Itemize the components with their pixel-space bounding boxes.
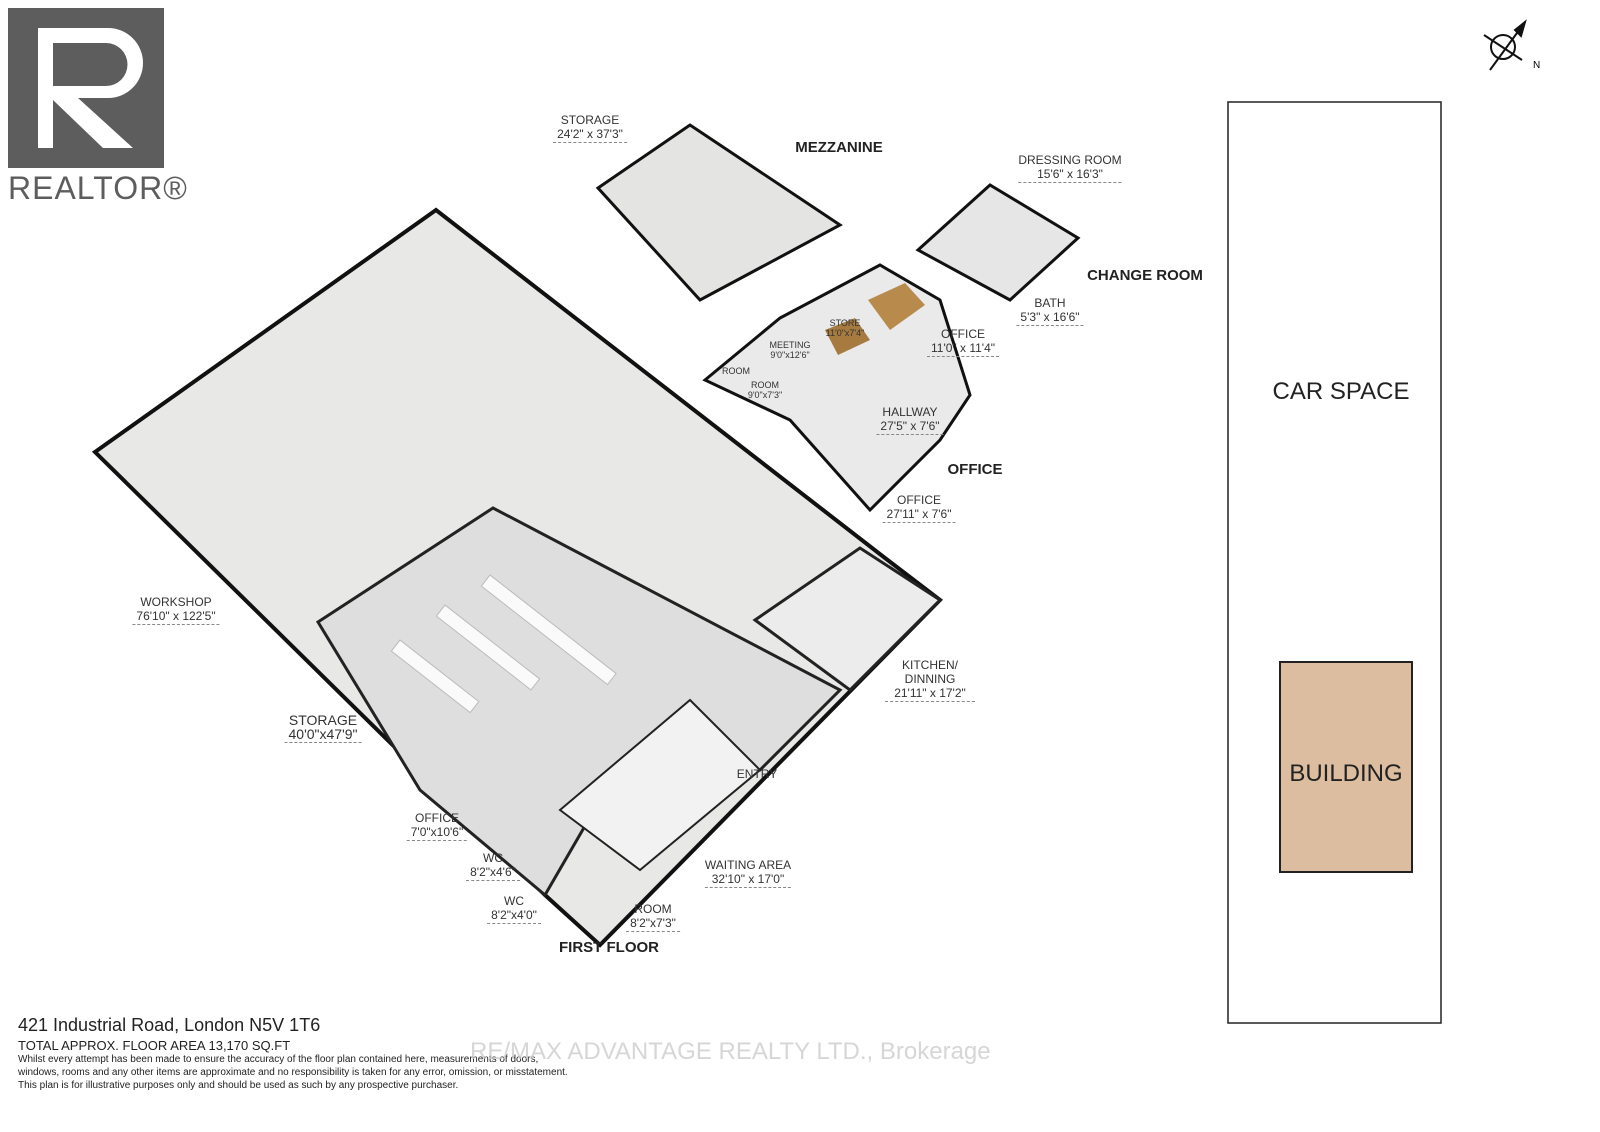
room-label: ENTRY <box>737 767 777 781</box>
label-text: 40'0"x47'9" <box>284 727 362 743</box>
label-text: 27'11" x 7'6" <box>882 507 956 523</box>
label-text: 32'10" x 17'0" <box>704 872 792 888</box>
label-text: 9'0"x12'6" <box>770 350 810 360</box>
label-text: OFFICE <box>941 327 985 341</box>
label-text: 8'2"x4'6" <box>466 865 520 881</box>
label-text: 5'3" x 16'6" <box>1016 310 1084 326</box>
car-space-label: CAR SPACE <box>1272 378 1410 405</box>
label-text: ROOM <box>722 366 750 376</box>
label-text: 27'5" x 7'6" <box>876 419 944 435</box>
shelf <box>390 639 480 714</box>
label-text: 7'0"x10'6" <box>406 825 468 841</box>
label-text: ENTRY <box>736 767 778 781</box>
label-text: 8'2"x4'0" <box>487 908 541 924</box>
label-text: 11'0"x7'4" <box>825 328 865 338</box>
label-text: WC <box>482 851 503 865</box>
label-text: WORKSHOP <box>140 595 212 609</box>
label-text: STORAGE <box>560 113 620 127</box>
room-label: ROOM <box>722 366 750 376</box>
address: 421 Industrial Road, London N5V 1T6 <box>18 1015 321 1035</box>
building-label: BUILDING <box>1289 760 1403 787</box>
brokerage-watermark: RE/MAX ADVANTAGE REALTY LTD., Brokerage <box>470 1038 991 1065</box>
section-change-room: CHANGE ROOM <box>1087 267 1203 284</box>
change-room-floor <box>915 183 1081 302</box>
office-wood-floor <box>868 283 925 330</box>
section-office: OFFICE <box>947 461 1003 478</box>
section-mezzanine: MEZZANINE <box>795 139 883 156</box>
label-text: 8'2"x7'3" <box>626 916 680 932</box>
label-text: MEETING <box>769 340 811 350</box>
realtor-r-mark <box>8 8 164 168</box>
footer: 421 Industrial Road, London N5V 1T6 TOTA… <box>18 1015 568 1092</box>
label-text: STORAGE <box>288 712 358 728</box>
label-text: HALLWAY <box>882 405 938 419</box>
compass-icon <box>1483 19 1527 71</box>
label-text: KITCHEN/ DINNING <box>901 658 958 686</box>
compass-north-label: N <box>1533 60 1540 71</box>
label-text: BATH <box>1034 296 1066 310</box>
label-text: 24'2" x 37'3" <box>553 127 627 143</box>
label-text: 76'10" x 122'5" <box>132 609 220 625</box>
label-text: STORE <box>829 318 861 328</box>
office-block-floor <box>702 263 972 513</box>
store-wood-floor <box>825 318 870 355</box>
shelf <box>435 604 541 691</box>
waiting-area-floor <box>558 698 762 872</box>
shelf <box>480 574 617 686</box>
label-text: OFFICE <box>896 493 941 507</box>
label-text: 21'11" x 17'2" <box>885 686 975 702</box>
label-text: WAITING AREA <box>704 858 792 872</box>
total-area: TOTAL APPROX. FLOOR AREA 13,170 SQ.FT <box>18 1038 291 1053</box>
label-text: ROOM <box>634 902 672 916</box>
building-footprint <box>1279 661 1413 873</box>
mezzanine-floor <box>595 123 843 302</box>
realtor-logo-text: REALTOR® <box>8 170 188 206</box>
car-space <box>1227 101 1442 1024</box>
label-text: WC <box>503 894 524 908</box>
label-text: ROOM <box>750 380 779 390</box>
label-text: 9'0"x7'3" <box>747 390 783 400</box>
label-text: OFFICE <box>414 811 459 825</box>
kitchen-floor <box>752 546 943 692</box>
disclaimer-line: windows, rooms and any other items are a… <box>18 1067 568 1078</box>
disclaimer-line: Whilst every attempt has been made to en… <box>18 1054 539 1065</box>
realtor-logo: REALTOR® <box>8 8 188 207</box>
label-text: 11'0" x 11'4" <box>926 341 1000 357</box>
section-first-floor: FIRST FLOOR <box>559 939 659 956</box>
label-text: 15'6" x 16'3" <box>1018 167 1122 183</box>
label-text: DRESSING ROOM <box>1018 153 1122 167</box>
disclaimer-line: This plan is for illustrative purposes o… <box>18 1080 459 1091</box>
